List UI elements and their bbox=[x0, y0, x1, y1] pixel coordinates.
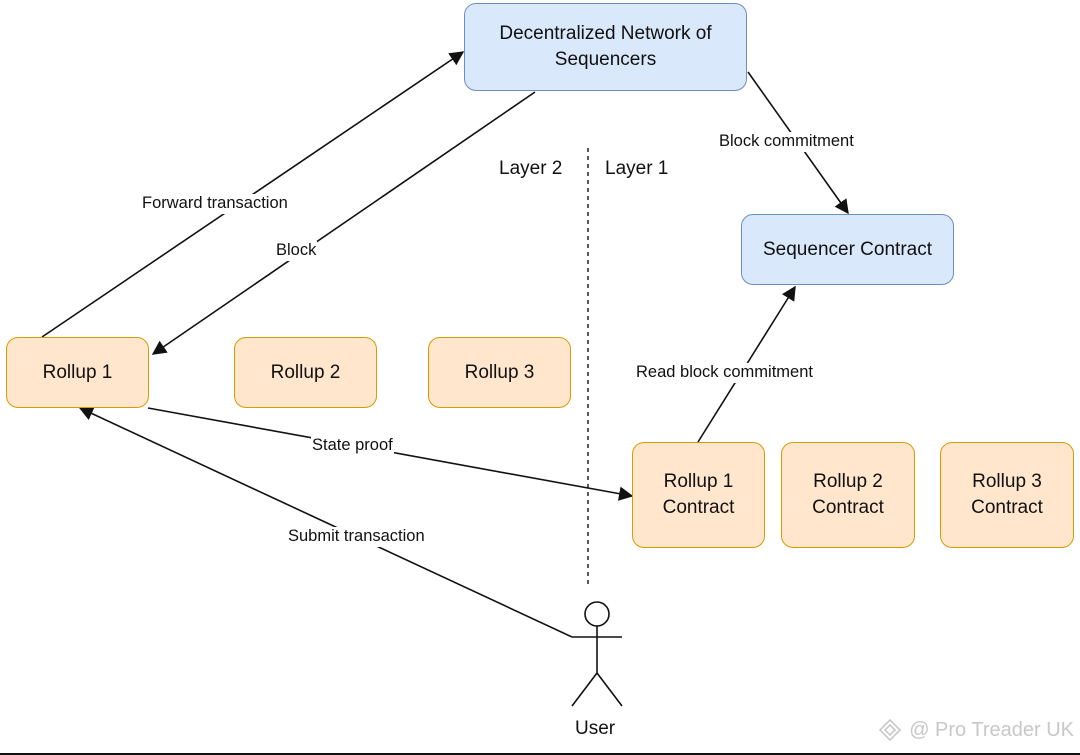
bottom-border bbox=[0, 753, 1080, 755]
rollup-1-node: Rollup 1 bbox=[6, 337, 149, 408]
rollup-2-label: Rollup 2 bbox=[270, 361, 341, 383]
watermark-text: @ Pro Treader UK bbox=[909, 718, 1074, 741]
rollup-3-node: Rollup 3 bbox=[428, 337, 571, 408]
rollup-3-contract-label: Rollup 3 Contract bbox=[971, 471, 1043, 518]
user-label: User bbox=[575, 718, 616, 739]
read-block-commitment-label: Read block commitment bbox=[635, 363, 814, 383]
rollup-1-label: Rollup 1 bbox=[42, 361, 113, 383]
rollup-2-contract-node: Rollup 2 Contract bbox=[781, 442, 915, 548]
state-proof-label: State proof bbox=[311, 436, 394, 456]
rollup-1-contract-node: Rollup 1 Contract bbox=[632, 442, 765, 548]
decentralized-network-label: Decentralized Network of Sequencers bbox=[499, 23, 712, 70]
rollup-2-node: Rollup 2 bbox=[234, 337, 377, 408]
sequencer-contract-label: Sequencer Contract bbox=[763, 238, 932, 260]
rollup-3-label: Rollup 3 bbox=[464, 361, 535, 383]
forward-transaction-label: Forward transaction bbox=[141, 194, 289, 214]
rollup-3-contract-node: Rollup 3 Contract bbox=[940, 442, 1074, 548]
sequencer-contract-node: Sequencer Contract bbox=[741, 214, 954, 285]
block-commitment-label: Block commitment bbox=[718, 132, 855, 152]
block-label: Block bbox=[275, 241, 318, 261]
rollup-2-contract-label: Rollup 2 Contract bbox=[812, 471, 884, 518]
layer-1-label: Layer 1 bbox=[605, 158, 669, 179]
layer-2-label: Layer 2 bbox=[499, 158, 563, 179]
watermark: @ Pro Treader UK bbox=[877, 717, 1074, 743]
user-actor-icon bbox=[571, 601, 623, 707]
decentralized-network-node: Decentralized Network of Sequencers bbox=[464, 3, 747, 91]
rollup-1-contract-label: Rollup 1 Contract bbox=[662, 471, 735, 518]
submit-transaction-edge bbox=[78, 406, 573, 638]
block-edge bbox=[151, 91, 536, 355]
submit-transaction-label: Submit transaction bbox=[287, 527, 426, 547]
logo-icon bbox=[879, 718, 902, 742]
